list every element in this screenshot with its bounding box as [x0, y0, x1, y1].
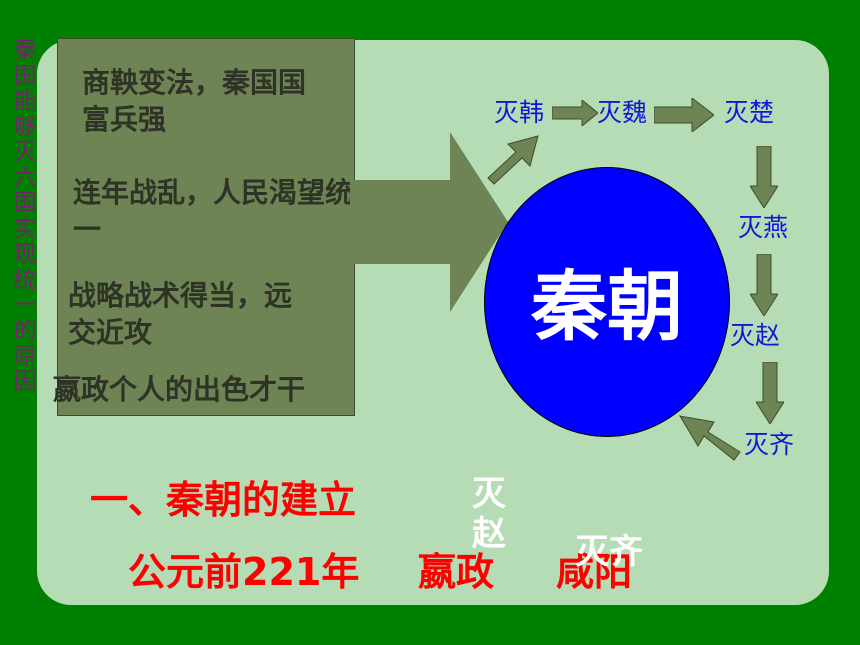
qin-dynasty-circle: [484, 167, 730, 437]
step-wei: 灭魏: [597, 98, 648, 127]
arrow-down-icon: [750, 146, 778, 208]
step-qi: 灭齐: [744, 430, 795, 459]
reason-4: 嬴政个人的出色才干: [53, 373, 306, 406]
arrow-right-icon: [552, 100, 598, 126]
step-zhao: 灭赵: [730, 321, 781, 350]
reason-3: 战略战术得当，远交近攻: [68, 279, 293, 349]
fact-capital: 咸阳: [556, 550, 633, 594]
arrow-back-icon: [679, 415, 741, 461]
side-title: 秦国能够灭六国实现统一的原因: [13, 37, 37, 395]
big-arrow-icon: [350, 132, 508, 312]
arrow-right-icon: [654, 98, 714, 132]
step-chu: 灭楚: [724, 98, 775, 127]
reasons-box: [57, 38, 355, 416]
fact-person: 嬴政: [418, 550, 495, 594]
arrow-down-icon: [756, 362, 784, 424]
overlay-zhao: 灭赵: [472, 474, 506, 554]
step-yan: 灭燕: [738, 213, 789, 242]
overlay-qi: 灭齐: [575, 532, 643, 572]
section-heading: 一、秦朝的建立: [90, 478, 357, 522]
reason-1: 商鞅变法，秦国国富兵强: [82, 66, 307, 136]
arrow-down-icon: [750, 254, 778, 316]
arrow-up-right-icon: [487, 135, 539, 185]
fact-year: 公元前221年: [128, 550, 360, 594]
qin-dynasty-label: 秦朝: [531, 262, 683, 351]
step-han: 灭韩: [494, 98, 545, 127]
reason-2: 连年战乱，人民渴望统一: [73, 176, 354, 246]
